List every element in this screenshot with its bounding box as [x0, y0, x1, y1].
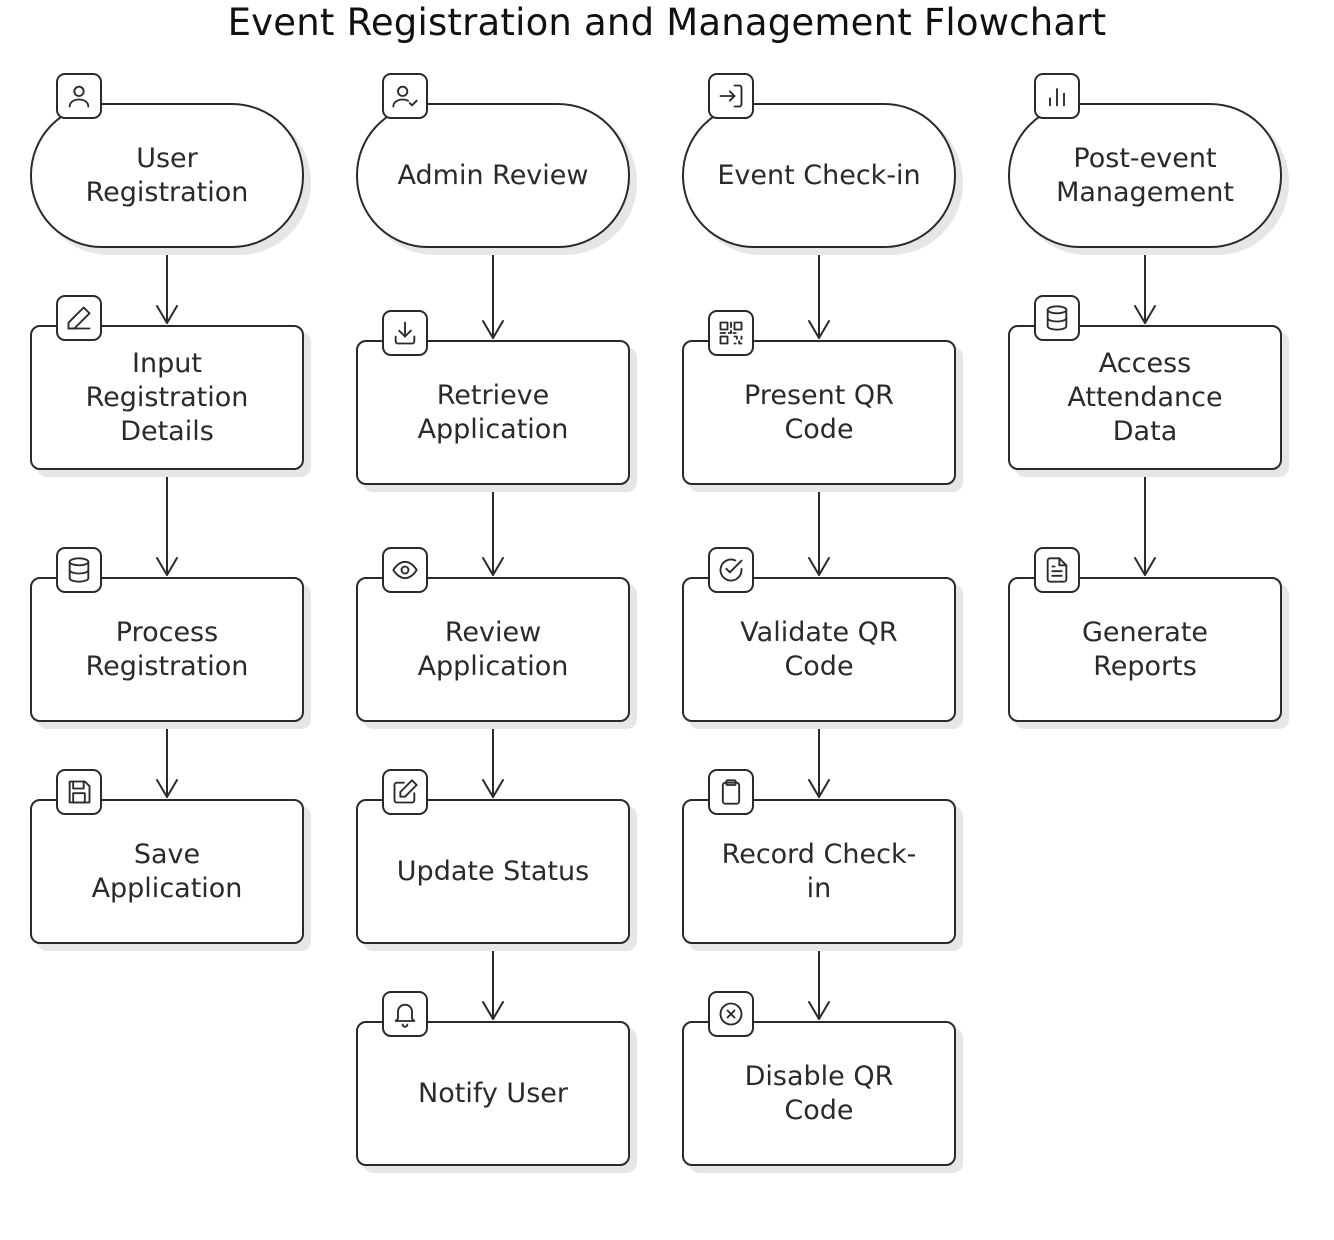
download-icon: [382, 310, 428, 356]
arrowhead: [482, 779, 504, 798]
arrowhead: [1134, 305, 1156, 324]
node-event-check-in: Event Check-in: [682, 103, 956, 248]
arrowhead: [156, 305, 178, 324]
arrowhead: [482, 557, 504, 576]
diagram-title: Event Registration and Management Flowch…: [227, 1, 1107, 44]
x-circle-icon: [708, 991, 754, 1037]
arrowhead: [808, 320, 830, 339]
clipboard-icon: [708, 769, 754, 815]
node-label: Notify User: [418, 1077, 568, 1109]
arrowhead: [808, 557, 830, 576]
arrowhead: [808, 1001, 830, 1020]
user-check-icon: [382, 73, 428, 119]
node-label: Event Check-in: [717, 159, 921, 191]
arrowhead: [808, 779, 830, 798]
node-notify-user: Notify User: [356, 1021, 630, 1166]
file-text-icon: [1034, 547, 1080, 593]
pencil-icon: [56, 295, 102, 341]
arrowhead: [156, 779, 178, 798]
node-record-check-in: Record Check-in: [682, 799, 956, 944]
arrowhead: [1134, 557, 1156, 576]
user-icon: [56, 73, 102, 119]
check-circle-icon: [708, 547, 754, 593]
bell-icon: [382, 991, 428, 1037]
arrowhead: [156, 557, 178, 576]
arrowhead: [482, 320, 504, 339]
node-label: Admin Review: [397, 159, 589, 191]
node-update-status: Update Status: [356, 799, 630, 944]
eye-icon: [382, 547, 428, 593]
node-label: Record Check-in: [721, 838, 917, 904]
arrowhead: [482, 1001, 504, 1020]
database-icon: [56, 547, 102, 593]
bar-chart-icon: [1034, 73, 1080, 119]
save-icon: [56, 769, 102, 815]
node-label: Update Status: [396, 855, 590, 887]
database-icon: [1034, 295, 1080, 341]
qr-code-icon: [708, 310, 754, 356]
edit-icon: [382, 769, 428, 815]
log-in-icon: [708, 73, 754, 119]
node-admin-review: Admin Review: [356, 103, 630, 248]
